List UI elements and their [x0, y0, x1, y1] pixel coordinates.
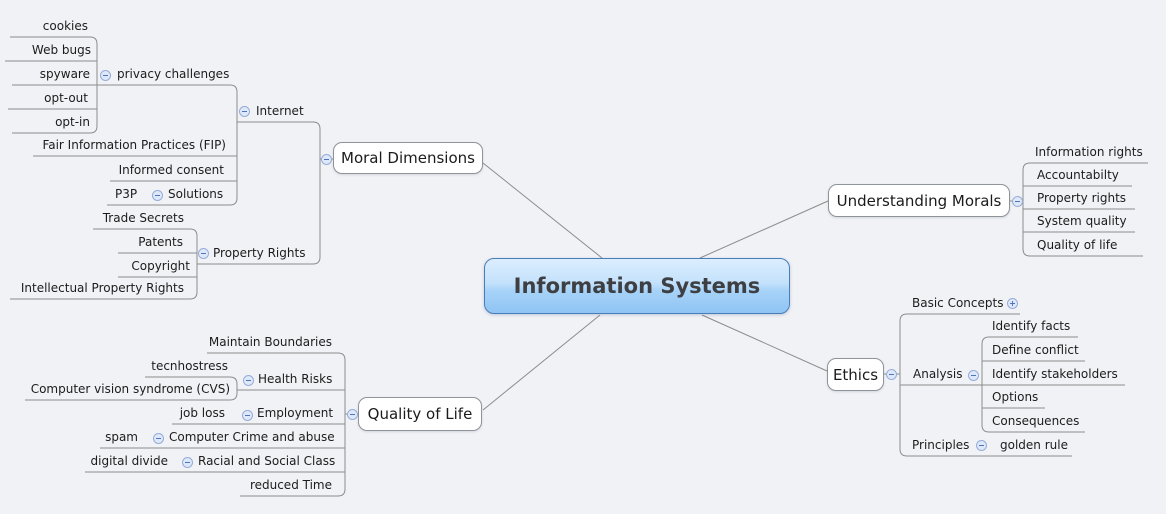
collapse-icon-employment[interactable]	[241, 409, 253, 421]
topic-accountabilty[interactable]: Accountabilty	[1037, 168, 1119, 182]
topic-spyware[interactable]: spyware	[39, 67, 90, 81]
topic-quality-of-life[interactable]: Quality of Life	[358, 397, 482, 431]
collapse-icon-health-risks[interactable]	[242, 374, 254, 386]
topic-property-rights[interactable]: Property Rights	[213, 246, 306, 260]
topic-options[interactable]: Options	[992, 390, 1039, 404]
collapse-icon-analysis[interactable]	[967, 369, 979, 381]
topic-copyright[interactable]: Copyright	[131, 259, 190, 273]
topic-fair-information-practices[interactable]: Fair Information Practices (FIP)	[42, 138, 226, 152]
collapse-icon-moral-dimensions[interactable]	[320, 153, 332, 165]
collapse-icon-computer-crime[interactable]	[152, 432, 164, 444]
topic-solutions[interactable]: Solutions	[168, 187, 224, 201]
collapse-icon-property-rights[interactable]	[197, 247, 209, 259]
topic-cookies[interactable]: cookies	[42, 19, 88, 33]
collapse-icon-understanding-morals[interactable]	[1011, 195, 1023, 207]
topic-consequences[interactable]: Consequences	[992, 414, 1080, 428]
topic-identify-facts[interactable]: Identify facts	[992, 319, 1071, 333]
topic-health-risks[interactable]: Health Risks	[258, 372, 333, 386]
topic-spam[interactable]: spam	[105, 430, 138, 444]
topic-basic-concepts[interactable]: Basic Concepts	[912, 296, 1004, 310]
collapse-icon-solutions[interactable]	[151, 189, 163, 201]
topic-informed-consent[interactable]: Informed consent	[118, 163, 224, 177]
collapse-icon-privacy-challenges[interactable]	[99, 69, 111, 81]
topic-tecnhostress[interactable]: tecnhostress	[151, 359, 228, 373]
topic-moral-dimensions[interactable]: Moral Dimensions	[333, 142, 483, 174]
topic-define-conflict[interactable]: Define conflict	[992, 343, 1079, 357]
topic-system-quality[interactable]: System quality	[1037, 214, 1127, 228]
topic-understanding-morals[interactable]: Understanding Morals	[828, 184, 1010, 217]
topic-opt-out[interactable]: opt-out	[44, 91, 88, 105]
topic-trade-secrets[interactable]: Trade Secrets	[102, 211, 184, 225]
expand-icon-basic-concepts[interactable]	[1006, 297, 1018, 309]
topic-information-rights[interactable]: Information rights	[1035, 145, 1143, 159]
topic-computer-crime-and-abuse[interactable]: Computer Crime and abuse	[169, 430, 335, 444]
topic-privacy-challenges[interactable]: privacy challenges	[117, 67, 230, 81]
topic-p3p[interactable]: P3P	[115, 187, 138, 201]
topic-principles[interactable]: Principles	[912, 438, 970, 452]
topic-golden-rule[interactable]: golden rule	[1000, 438, 1068, 452]
topic-opt-in[interactable]: opt-in	[55, 115, 90, 129]
topic-maintain-boundaries[interactable]: Maintain Boundaries	[208, 335, 332, 349]
topic-job-loss[interactable]: job loss	[179, 406, 225, 420]
topic-internet[interactable]: Internet	[256, 104, 304, 118]
topic-ethics[interactable]: Ethics	[827, 358, 884, 391]
topic-computer-vision-syndrome[interactable]: Computer vision syndrome (CVS)	[30, 382, 230, 396]
topic-patents[interactable]: Patents	[138, 235, 183, 249]
collapse-icon-principles[interactable]	[975, 439, 987, 451]
collapse-icon-quality-of-life[interactable]	[346, 408, 358, 420]
topic-web-bugs[interactable]: Web bugs	[31, 43, 91, 57]
topic-analysis[interactable]: Analysis	[913, 367, 963, 381]
topic-employment[interactable]: Employment	[257, 406, 334, 420]
topic-intellectual-property-rights[interactable]: Intellectual Property Rights	[20, 281, 184, 295]
central-topic[interactable]: Information Systems	[484, 258, 790, 314]
collapse-icon-racial-social-class[interactable]	[181, 456, 193, 468]
topic-digital-divide[interactable]: digital divide	[90, 454, 169, 468]
collapse-icon-internet[interactable]	[238, 105, 250, 117]
topic-quality-of-life-item[interactable]: Quality of life	[1037, 238, 1118, 252]
topic-um-property-rights[interactable]: Property rights	[1037, 191, 1127, 205]
collapse-icon-ethics[interactable]	[885, 368, 897, 380]
topic-racial-and-social-class[interactable]: Racial and Social Class	[198, 454, 336, 468]
topic-identify-stakeholders[interactable]: Identify stakeholders	[992, 367, 1118, 381]
topic-reduced-time[interactable]: reduced Time	[249, 478, 332, 492]
